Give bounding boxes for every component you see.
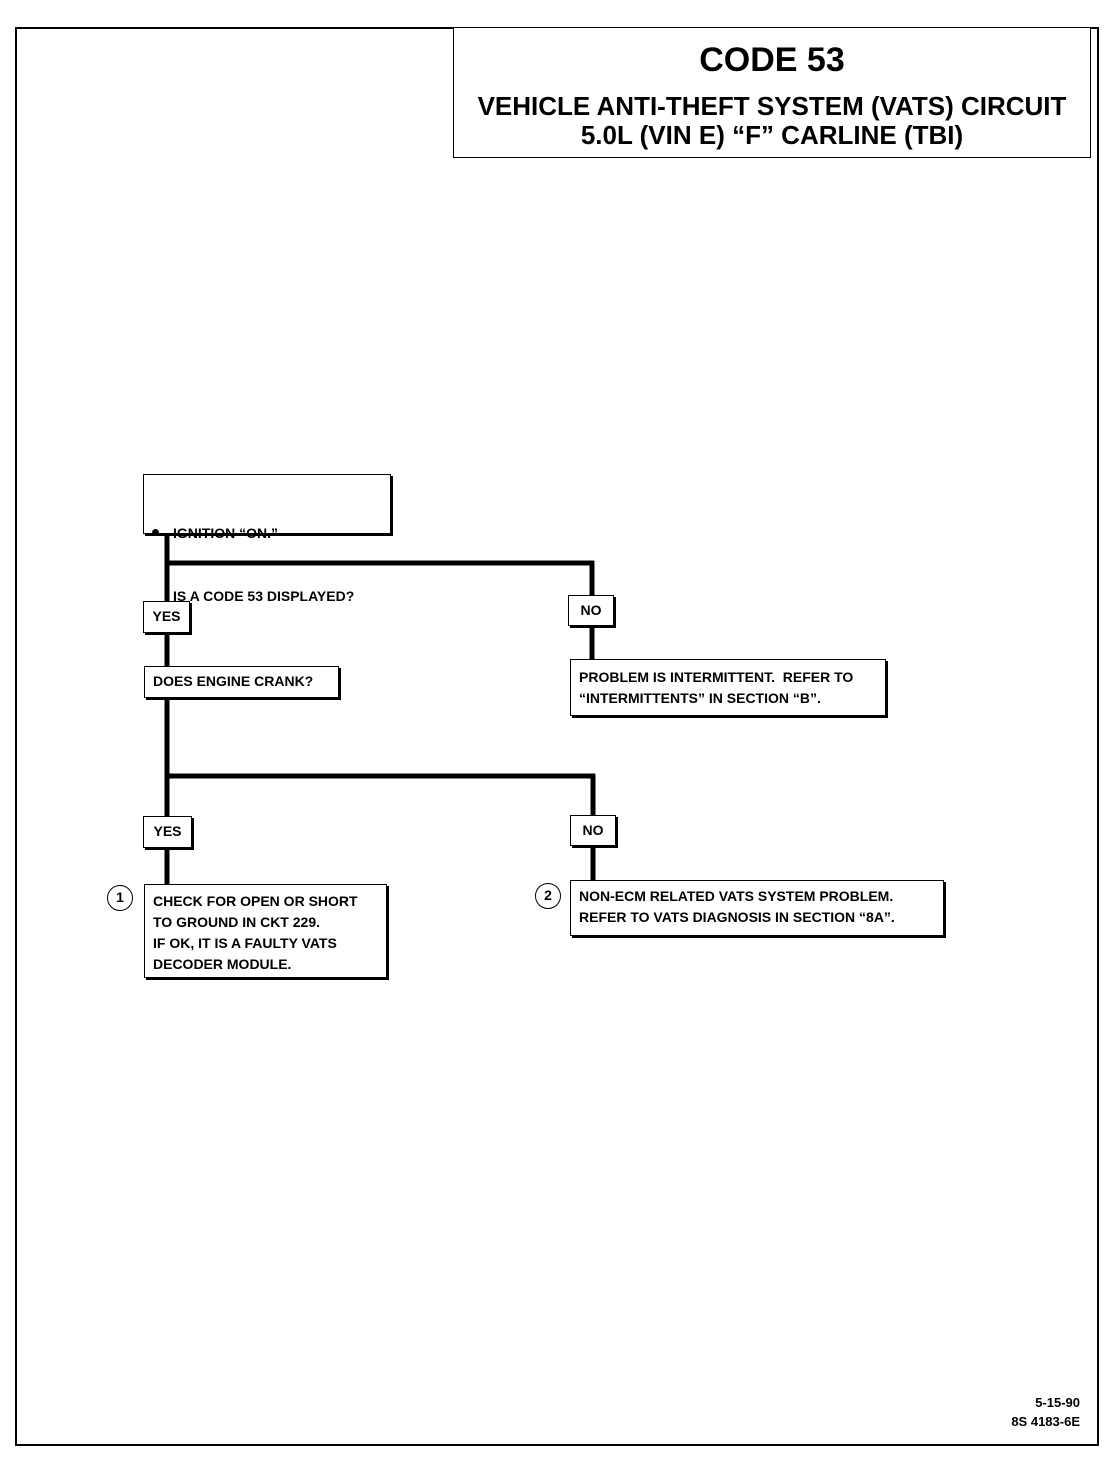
bullet-icon <box>152 529 159 536</box>
step-2-marker: 2 <box>535 883 561 909</box>
step-2-box: NON-ECM RELATED VATS SYSTEM PROBLEM. REF… <box>570 880 944 936</box>
step-1-marker: 1 <box>107 885 133 911</box>
no-label-2: NO <box>570 815 616 846</box>
yes-label-1: YES <box>143 601 190 633</box>
start-line-1: IGNITION “ON.” <box>152 523 382 544</box>
intermittent-result-box: PROBLEM IS INTERMITTENT. REFER TO “INTER… <box>570 659 886 716</box>
crank-question-box: DOES ENGINE CRANK? <box>144 666 339 698</box>
page-subtitle: VEHICLE ANTI-THEFT SYSTEM (VATS) CIRCUIT… <box>454 91 1090 151</box>
step-1-box: CHECK FOR OPEN OR SHORT TO GROUND IN CKT… <box>144 884 387 978</box>
footer: 5-15-90 8S 4183-6E <box>1011 1393 1080 1431</box>
no-label-1: NO <box>568 595 614 626</box>
start-question-box: IGNITION “ON.” IS A CODE 53 DISPLAYED? <box>143 474 391 604</box>
title-box: CODE 53 VEHICLE ANTI-THEFT SYSTEM (VATS)… <box>453 27 1091 158</box>
yes-label-2: YES <box>143 816 192 848</box>
footer-date: 5-15-90 <box>1035 1395 1080 1410</box>
subtitle-line-1: VEHICLE ANTI-THEFT SYSTEM (VATS) CIRCUIT <box>477 91 1067 121</box>
subtitle-line-2: 5.0L (VIN E) “F” CARLINE (TBI) <box>580 120 964 151</box>
footer-doc-number: 8S 4183-6E <box>1011 1414 1080 1429</box>
page-title: CODE 53 <box>699 41 845 79</box>
start-line-2: IS A CODE 53 DISPLAYED? <box>173 588 355 604</box>
